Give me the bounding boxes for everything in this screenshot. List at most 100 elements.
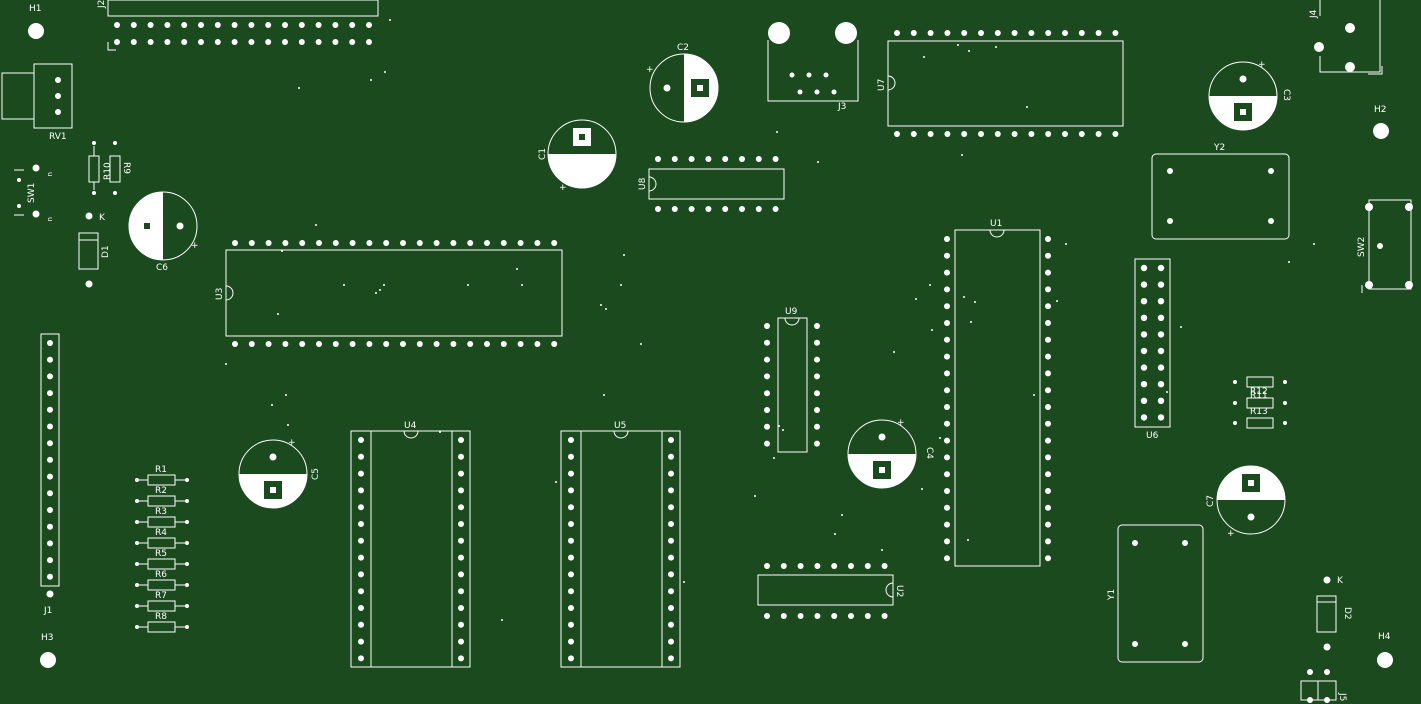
resistor-body-r6: [147, 579, 176, 591]
pad: [780, 563, 787, 569]
pad: [135, 625, 139, 629]
pad: [944, 236, 950, 242]
label-h4: H4: [1378, 632, 1391, 642]
pad: [1045, 320, 1051, 326]
pad: [944, 521, 950, 528]
via: [501, 619, 503, 621]
pad: [668, 487, 674, 494]
pad: [164, 22, 171, 28]
pad: [668, 437, 674, 443]
pad: [831, 613, 838, 619]
pad: [1045, 370, 1051, 377]
pad: [944, 538, 950, 545]
pad: [232, 240, 238, 246]
pad: [848, 563, 854, 569]
pad: [894, 131, 900, 137]
pad: [864, 613, 871, 619]
label-c2-plus: +: [646, 65, 654, 75]
capacitor-c3: + C3: [1208, 60, 1291, 131]
pad: [668, 470, 674, 477]
pad: [484, 240, 490, 246]
pad: [458, 588, 464, 595]
pad: [944, 504, 950, 511]
pad: [458, 638, 464, 645]
label-u8: U8: [638, 177, 648, 190]
pad: [864, 563, 871, 569]
diode-d2: K D2: [1316, 576, 1352, 651]
pad: [764, 613, 770, 619]
pad: [764, 373, 770, 380]
pad: [232, 341, 238, 347]
ic-u4: U4: [350, 421, 471, 668]
via: [271, 404, 273, 406]
pad: [944, 488, 950, 494]
label-c6: C6: [156, 263, 168, 273]
pad: [671, 156, 678, 162]
label-u2: U2: [894, 585, 904, 597]
label-c5-plus: +: [288, 438, 296, 448]
pad: [248, 22, 255, 28]
pad: [316, 240, 322, 246]
potentiometer-rv1: RV1: [1, 63, 73, 142]
ic-u2: U2: [757, 563, 904, 619]
pad: [1157, 414, 1165, 421]
pad: [450, 240, 457, 246]
pad: [722, 206, 729, 212]
label-h3: H3: [41, 633, 54, 643]
pad: [551, 341, 558, 347]
pad: [568, 588, 574, 595]
pad: [568, 487, 574, 494]
connector-j1: J1: [40, 333, 60, 616]
pad: [248, 341, 255, 347]
label-d1-k: K: [99, 213, 106, 223]
pad: [358, 605, 364, 611]
label-c2: C2: [677, 43, 689, 53]
pad: [739, 206, 745, 212]
pad: [814, 390, 820, 397]
resistor-body-r5: [147, 558, 176, 570]
pad: [198, 22, 204, 28]
pad: [181, 22, 188, 28]
pad: [214, 39, 221, 45]
pad: [668, 621, 674, 628]
label-j2: J2: [97, 0, 107, 9]
pad: [500, 341, 507, 347]
label-u5: U5: [614, 421, 626, 431]
ic-u5: U5: [560, 421, 681, 668]
pad: [383, 341, 390, 347]
pad: [231, 22, 238, 28]
label-u4: U4: [404, 421, 417, 431]
label-r8: R8: [155, 612, 167, 622]
pad: [534, 240, 541, 246]
pad: [668, 571, 674, 578]
pad: [135, 583, 139, 587]
pad: [764, 390, 770, 397]
via: [640, 343, 642, 345]
pad: [458, 521, 464, 527]
pad: [135, 541, 139, 545]
pad: [944, 404, 950, 410]
pad: [1045, 252, 1051, 259]
pad: [671, 206, 678, 212]
via: [974, 301, 976, 303]
pad: [814, 356, 820, 363]
pad: [517, 341, 524, 347]
pad: [358, 537, 364, 544]
via: [225, 363, 227, 365]
pad: [814, 339, 820, 346]
pad: [135, 562, 139, 566]
pad: [358, 437, 364, 443]
pad: [927, 30, 934, 36]
pad: [47, 373, 53, 380]
pad: [668, 521, 674, 527]
pad: [458, 554, 464, 561]
pad: [944, 336, 950, 343]
pad: [568, 655, 574, 662]
pad: [349, 240, 356, 246]
label-c3: C3: [1281, 89, 1291, 101]
pad: [814, 440, 820, 447]
pad: [299, 341, 306, 347]
pad: [668, 554, 674, 561]
pad: [1140, 331, 1148, 338]
pad: [1045, 269, 1051, 276]
